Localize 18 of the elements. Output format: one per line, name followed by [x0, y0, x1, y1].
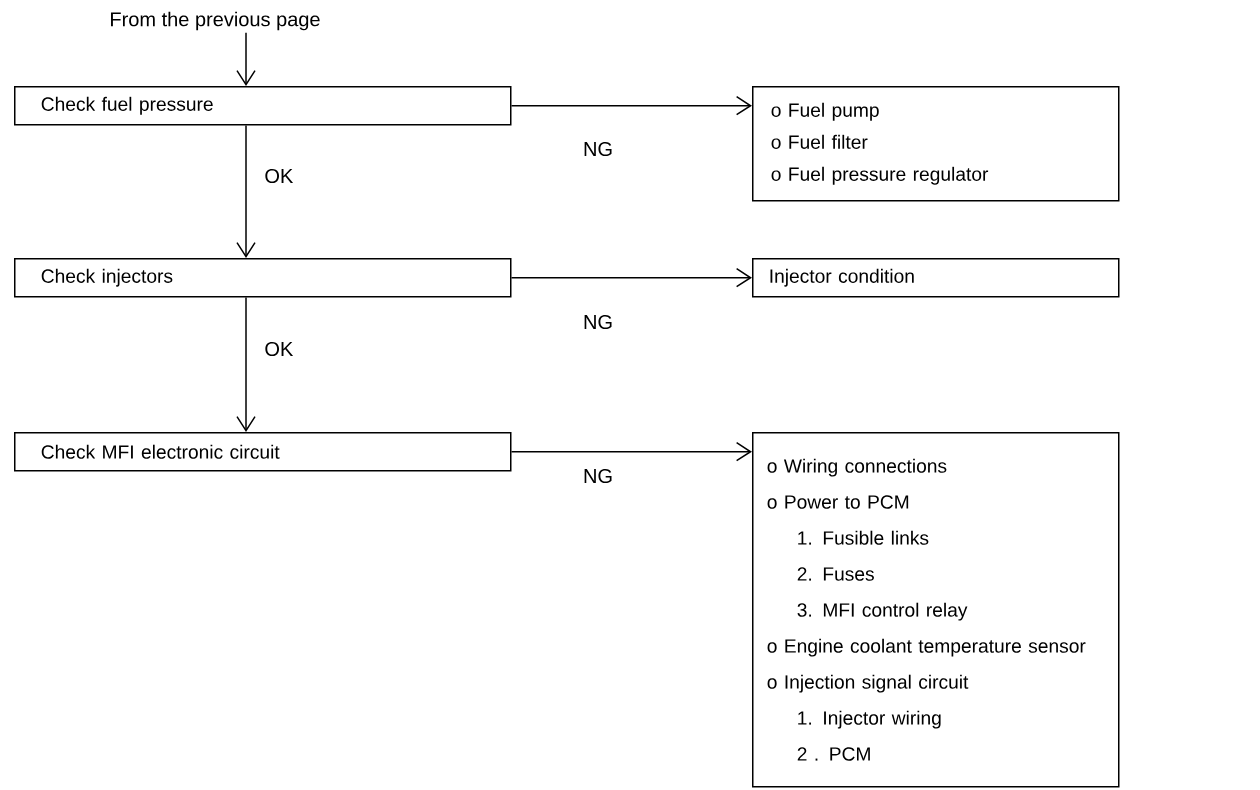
arrow: [236, 296, 256, 432]
step-box: Check fuel pressure: [14, 86, 512, 126]
arrow: [510, 442, 752, 462]
result-box: o Wiring connections o Power to PCM 1. Fusible links 2. Fuses 3. MFI control relay o Engine coolant temperature sensor o Injection signal circuit 1. Injector wiring 2 . PCM: [752, 432, 1120, 788]
result-box: o Fuel pump o Fuel filter o Fuel pressure regulator: [752, 86, 1120, 202]
edge-label: OK: [265, 168, 294, 184]
result-box: Injector condition: [752, 258, 1120, 298]
step-box: Check MFI electronic circuit: [14, 432, 512, 472]
edge-label: NG: [584, 141, 612, 157]
arrow: [510, 268, 752, 288]
edge-label: OK: [265, 341, 294, 357]
edge-label: NG: [584, 468, 612, 484]
start-label: From the previous page: [111, 11, 320, 31]
step-box: Check injectors: [14, 258, 512, 298]
edge-label: NG: [584, 314, 612, 330]
arrow: [236, 124, 256, 258]
arrow: [510, 96, 752, 116]
arrow: [236, 31, 256, 86]
